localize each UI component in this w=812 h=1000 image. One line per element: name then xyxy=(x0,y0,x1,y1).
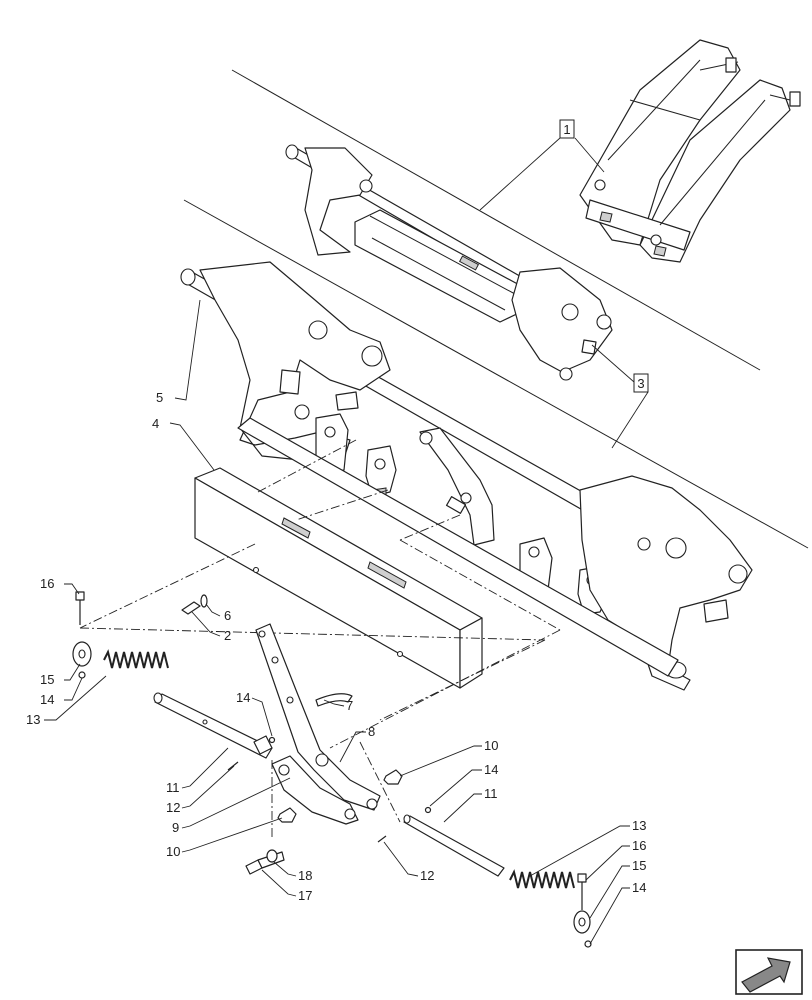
alignment-lines xyxy=(79,439,561,840)
callout-10-right: 10 xyxy=(484,738,498,753)
upper-mounting-bracket xyxy=(285,144,613,381)
callout-labels: 5 4 16 6 2 15 14 13 14 7 8 10 14 11 11 1… xyxy=(26,390,646,903)
callout-11-left: 11 xyxy=(166,780,180,795)
callout-7: 7 xyxy=(346,698,353,713)
callout-2: 2 xyxy=(224,628,231,643)
callout-3: 3 xyxy=(633,373,649,393)
loader-overview-illustration xyxy=(579,39,801,263)
next-page-arrow-icon[interactable] xyxy=(735,949,803,995)
callout-14-right: 14 xyxy=(484,762,498,777)
callout-3-leaders xyxy=(591,344,649,449)
callout-4: 4 xyxy=(152,416,159,431)
callout-13-right: 13 xyxy=(632,818,646,833)
callout-1-leaders xyxy=(479,137,605,211)
cover-plate xyxy=(194,467,483,689)
callout-16-right: 16 xyxy=(632,838,646,853)
callout-18: 18 xyxy=(298,868,312,883)
callout-5-4-leaders xyxy=(169,299,215,471)
callout-12-right: 12 xyxy=(420,868,434,883)
front-mounting-bracket xyxy=(180,261,753,691)
callout-leaders xyxy=(44,583,630,945)
callout-3-text: 3 xyxy=(637,376,644,391)
callout-15-right: 15 xyxy=(632,858,646,873)
callout-11-right: 11 xyxy=(484,786,498,801)
callout-13-left: 13 xyxy=(26,712,40,727)
callout-16-left: 16 xyxy=(40,576,54,591)
section-panel-lines xyxy=(183,69,809,549)
callout-17: 17 xyxy=(298,888,312,903)
callout-5: 5 xyxy=(156,390,163,405)
callout-1: 1 xyxy=(559,119,575,139)
callout-6: 6 xyxy=(224,608,231,623)
left-hardware xyxy=(72,591,276,771)
callout-1-text: 1 xyxy=(563,122,570,137)
callout-14-mid: 14 xyxy=(236,690,250,705)
callout-12-left: 12 xyxy=(166,800,180,815)
right-hardware xyxy=(377,806,592,948)
callout-9: 9 xyxy=(172,820,179,835)
callout-10-left: 10 xyxy=(166,844,180,859)
callout-14-bottom: 14 xyxy=(632,880,646,895)
lever-assembly xyxy=(245,623,403,875)
callout-8: 8 xyxy=(368,724,375,739)
callout-15-left: 15 xyxy=(40,672,54,687)
callout-14-left: 14 xyxy=(40,692,54,707)
